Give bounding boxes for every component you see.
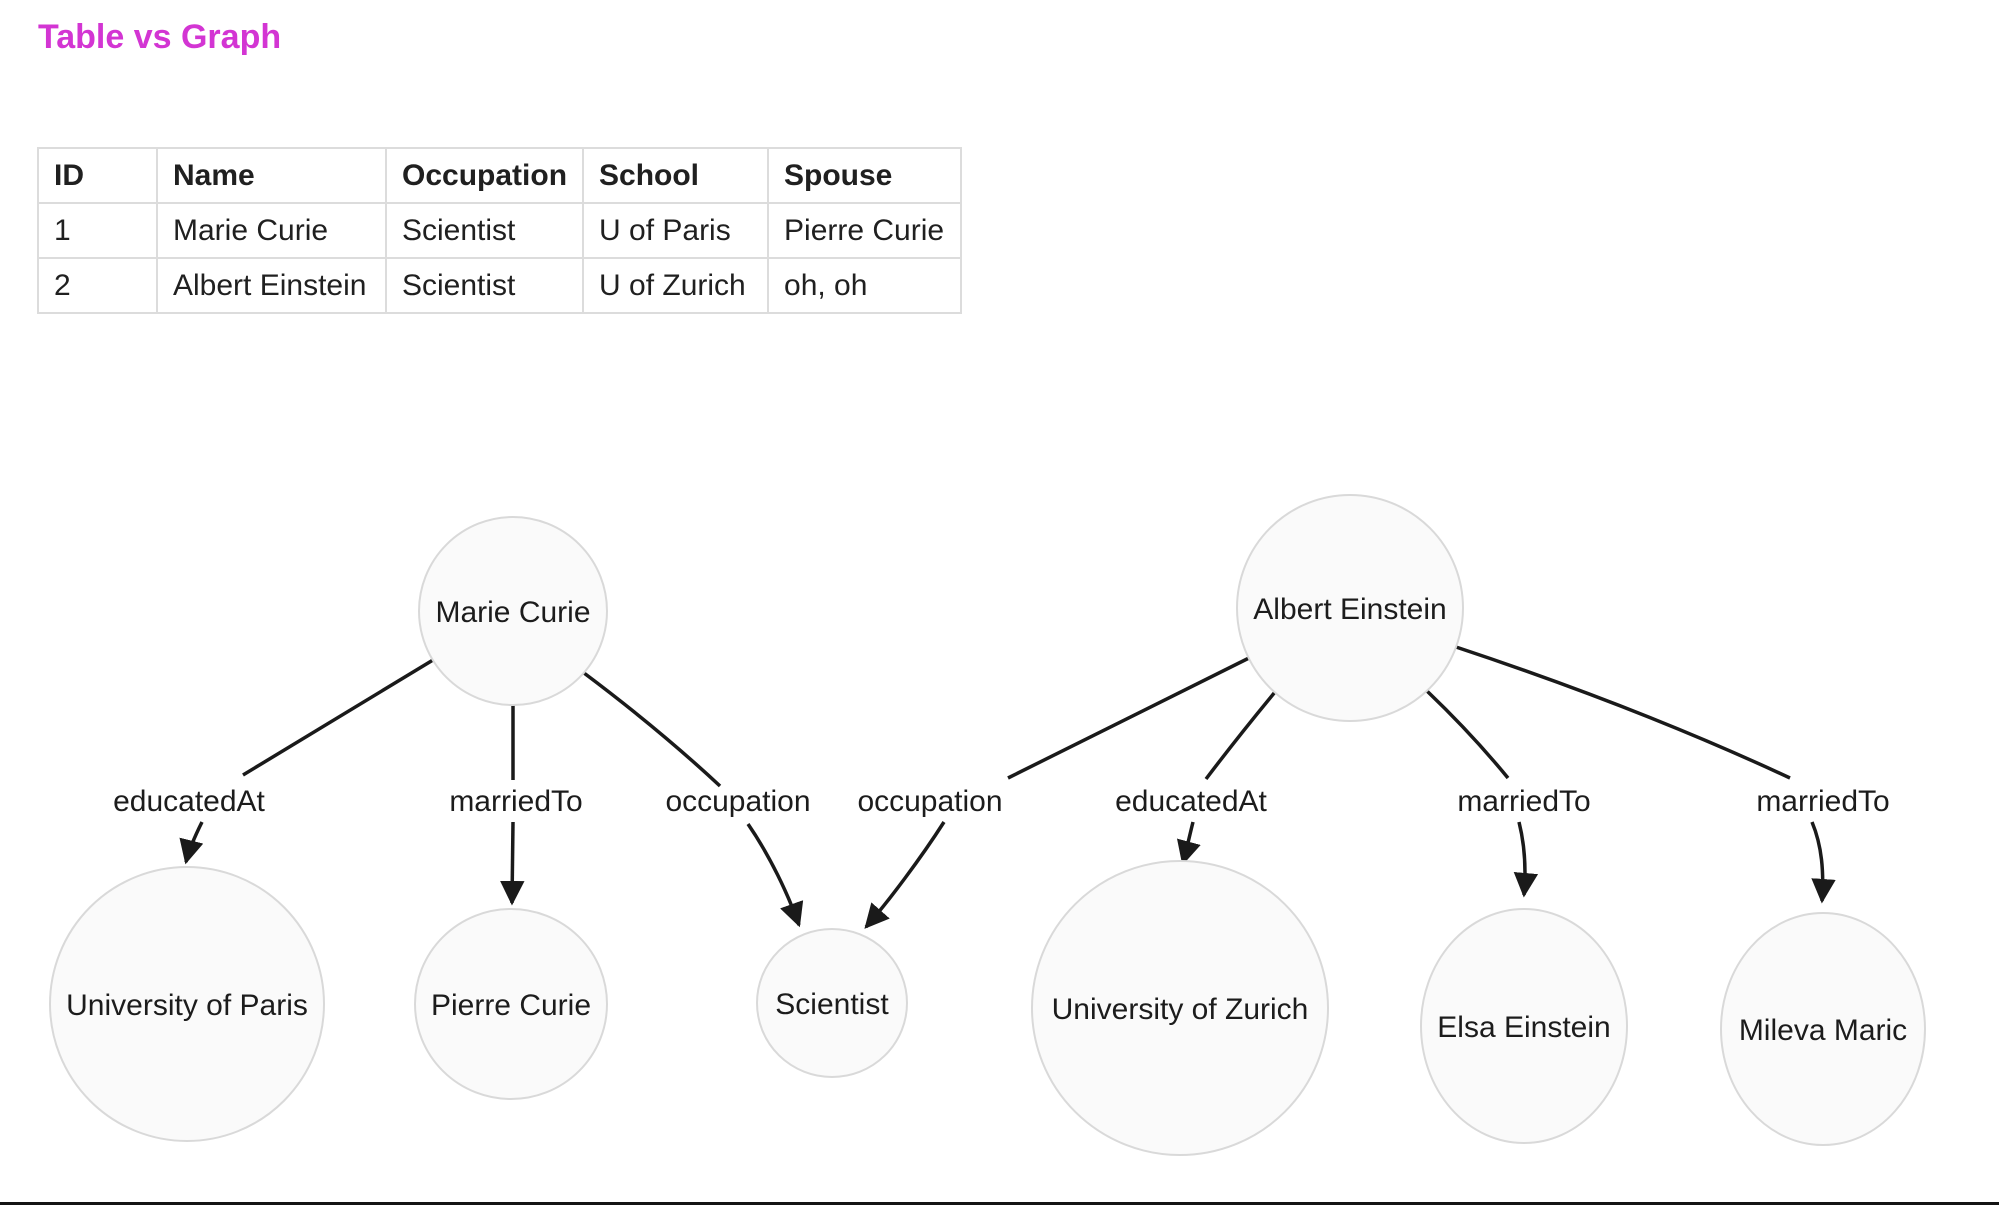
column-header: Spouse xyxy=(767,147,963,204)
edge-label: occupation xyxy=(665,785,810,818)
graph-node-mileva-maric: Mileva Maric xyxy=(1720,912,1926,1146)
graph-node-pierre-curie: Pierre Curie xyxy=(414,908,608,1100)
table-cell: Marie Curie xyxy=(156,202,387,259)
graph-node-university-of-paris: University of Paris xyxy=(49,866,325,1142)
node-label: University of Zurich xyxy=(1052,993,1309,1026)
node-circle xyxy=(49,866,325,1142)
table-cell: 2 xyxy=(37,257,158,314)
edge-line xyxy=(1455,645,1791,780)
graph-node-scientist: Scientist xyxy=(756,928,908,1078)
edge-label-layer: educatedAt marriedTo occupation occupation e… xyxy=(108,780,1895,823)
edge-line xyxy=(582,671,722,788)
table-cell: 1 xyxy=(37,202,158,259)
node-circle xyxy=(414,908,608,1100)
column-header: Name xyxy=(156,147,387,204)
graph-node-university-of-zurich: University of Zurich xyxy=(1031,860,1329,1156)
table-cell: Pierre Curie xyxy=(767,202,963,259)
graph-node-albert-einstein: Albert Einstein xyxy=(1236,494,1464,722)
node-circle xyxy=(418,516,608,706)
node-circle xyxy=(1720,912,1926,1146)
node-label: University of Paris xyxy=(66,989,308,1022)
edge-arrow xyxy=(179,821,204,865)
edge-arrow xyxy=(1810,821,1836,904)
graph-node-elsa-einstein: Elsa Einstein xyxy=(1420,908,1628,1144)
node-label: Scientist xyxy=(775,988,889,1021)
node-label: Mileva Maric xyxy=(1739,1014,1907,1047)
edge-label: educatedAt xyxy=(113,785,265,818)
page-title: Table vs Graph xyxy=(38,18,282,56)
node-circle xyxy=(1420,908,1628,1144)
column-header: School xyxy=(582,147,770,204)
edge-label: educatedAt xyxy=(1115,785,1267,818)
bottom-divider xyxy=(0,1202,1999,1205)
graph-node-marie-curie: Marie Curie xyxy=(418,516,608,706)
node-label: Marie Curie xyxy=(435,596,590,629)
edge-arrow xyxy=(500,821,525,906)
edge-line xyxy=(1204,690,1277,781)
column-header: ID xyxy=(37,147,158,204)
table-cell: Scientist xyxy=(384,202,585,259)
node-circle xyxy=(1236,494,1464,722)
node-label: Pierre Curie xyxy=(431,989,591,1022)
edge-label: marriedTo xyxy=(449,785,582,818)
edge-label: marriedTo xyxy=(1457,785,1590,818)
edge-arrow xyxy=(1176,821,1201,866)
edge-label: marriedTo xyxy=(1756,785,1889,818)
edge-line xyxy=(1007,656,1250,780)
table-cell: U of Paris xyxy=(582,202,770,259)
edge-arrow xyxy=(864,821,946,929)
edge-arrow xyxy=(746,823,804,928)
table-cell: Albert Einstein xyxy=(156,257,387,314)
edge-line xyxy=(1425,689,1510,780)
table-cell: oh, oh xyxy=(767,257,963,314)
edge-label: occupation xyxy=(857,785,1002,818)
table-cell: Scientist xyxy=(384,257,585,314)
edge-arrow xyxy=(1513,821,1539,898)
node-label: Albert Einstein xyxy=(1253,593,1446,626)
node-circle xyxy=(756,928,908,1078)
column-header: Occupation xyxy=(384,147,585,204)
node-label: Elsa Einstein xyxy=(1437,1011,1610,1044)
node-circle xyxy=(1031,860,1329,1156)
table-cell: U of Zurich xyxy=(582,257,770,314)
edge-line xyxy=(242,658,434,777)
